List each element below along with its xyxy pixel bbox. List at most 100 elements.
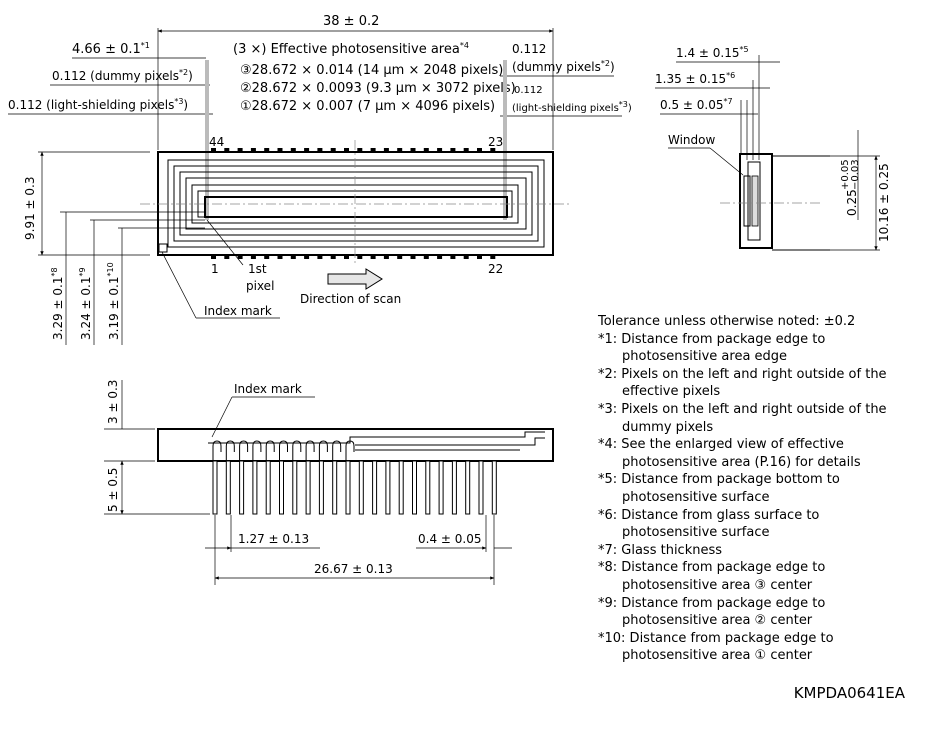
- note-5: *5: Distance from package bottom to: [598, 472, 840, 488]
- note-6-cont: photosensitive surface: [622, 525, 770, 541]
- window-dim: 0.25: [845, 189, 859, 216]
- index-mark-label-top: Index mark: [204, 304, 272, 318]
- height-dim-top: 9.91 ± 0.3: [23, 177, 37, 241]
- bottom-pin: [344, 254, 349, 259]
- bottom-pin: [357, 254, 363, 259]
- note-9-cont: photosensitive area ② center: [622, 613, 813, 629]
- side-dim-6: 1.35 ± 0.15*6: [655, 71, 735, 86]
- top-pin: [477, 148, 482, 153]
- first-pixel-label-1: 1st: [248, 262, 267, 276]
- front-pin: [305, 460, 311, 515]
- front-pin: [345, 460, 351, 515]
- top-pin: [450, 148, 456, 153]
- top-pin: [277, 148, 283, 153]
- top-pin: [211, 148, 216, 153]
- lead-loop: [265, 440, 275, 461]
- dim-8: 3.29 ± 0.1*8: [50, 267, 65, 340]
- note-6: *6: Distance from glass surface to: [598, 507, 820, 523]
- front-pin: [425, 460, 431, 515]
- dim-9: 3.24 ± 0.1*9: [78, 267, 93, 340]
- front-pin: [292, 460, 298, 515]
- lead-loop: [279, 440, 288, 461]
- index-mark-label-front: Index mark: [234, 382, 302, 396]
- front-pin: [398, 460, 404, 515]
- pin-width-dim: 0.4 ± 0.05: [418, 532, 482, 546]
- front-pin: [279, 460, 284, 515]
- top-pin: [437, 148, 443, 153]
- pin-span-dim: 26.67 ± 0.13: [314, 562, 393, 576]
- note-8-cont: photosensitive area ③ center: [622, 577, 813, 593]
- dummy-pixels-right-value: 0.112: [512, 42, 546, 56]
- bottom-pin: [330, 254, 336, 259]
- pitch-dim: 1.27 ± 0.13: [238, 532, 309, 546]
- window-tol-plus: +0.05: [840, 159, 851, 190]
- bottom-pin: [370, 254, 376, 259]
- first-pixel-label-2: pixel: [246, 279, 274, 293]
- front-pin: [318, 460, 324, 515]
- note-1: *1: Distance from package edge to: [598, 331, 826, 347]
- bottom-pin: [463, 254, 469, 259]
- note-8: *8: Distance from package edge to: [598, 560, 826, 576]
- bottom-pin: [277, 254, 283, 259]
- top-pin: [250, 148, 256, 153]
- top-pin: [357, 148, 363, 153]
- note-2-cont: effective pixels: [622, 384, 721, 400]
- area-line-2: ②28.672 × 0.0093 (9.3 μm × 3072 pixels): [240, 81, 516, 96]
- area-line-1: ①28.672 × 0.007 (7 μm × 4096 pixels): [240, 99, 495, 114]
- edge-to-area-dim: 4.66 ± 0.1*1: [72, 41, 150, 57]
- front-pin: [212, 460, 218, 515]
- note-3: *3: Pixels on the left and right outside…: [598, 401, 887, 417]
- lead-loop: [332, 440, 342, 461]
- front-pin: [385, 460, 391, 515]
- lead-loop: [305, 440, 315, 461]
- lead-loop: [318, 440, 328, 461]
- overall-length-dim: 38 ± 0.2: [323, 14, 379, 29]
- lead-loop: [212, 440, 222, 461]
- note-10: *10: Distance from package edge to: [598, 630, 834, 646]
- note-7: *7: Glass thickness: [598, 542, 723, 558]
- bottom-pin: [383, 254, 389, 259]
- bottom-pin: [224, 254, 230, 259]
- top-pin: [397, 148, 403, 153]
- front-view: Index mark 3 ± 0.3 5 ± 0.5 1.27 ± 0.13 0…: [104, 380, 554, 585]
- bottom-pin: [477, 254, 482, 259]
- dim-10: 3.19 ± 0.1*10: [106, 262, 121, 340]
- note-4: *4: See the enlarged view of effective: [598, 437, 844, 453]
- top-pin: [224, 148, 230, 153]
- note-9: *9: Distance from package edge to: [598, 595, 826, 611]
- area-heading: (3 ×) Effective photosensitive area*4: [233, 41, 469, 57]
- note-1-cont: photosensitive area edge: [622, 349, 788, 365]
- lead-loop: [345, 440, 355, 461]
- document-code: KMPDA0641EA: [793, 684, 905, 702]
- direction-of-scan-label: Direction of scan: [300, 292, 401, 306]
- bottom-pin: [250, 254, 256, 259]
- note-5-cont: photosensitive surface: [622, 489, 770, 505]
- lead-loop: [292, 440, 302, 461]
- note-4-cont: photosensitive area (P.16) for details: [622, 454, 861, 470]
- light-shield-right-value: 0.112: [514, 85, 543, 96]
- light-shield-right-label: (light-shielding pixels*3): [512, 100, 632, 114]
- front-pin: [252, 460, 258, 515]
- front-pin: [372, 460, 378, 515]
- top-pin: [463, 148, 469, 153]
- side-height-dim: 10.16 ± 0.25: [877, 163, 891, 242]
- pin-1-label: 1: [211, 262, 219, 276]
- top-pin: [330, 148, 336, 153]
- pin-22-label: 22: [488, 262, 503, 276]
- bottom-pin: [304, 254, 310, 259]
- top-view: 38 ± 0.2 4.66 ± 0.1*1 0.112 (dummy pixel…: [8, 14, 632, 345]
- top-pin: [304, 148, 310, 153]
- top-pin: [410, 148, 416, 153]
- side-dim-7: 0.5 ± 0.05*7: [660, 97, 733, 112]
- top-pin: [290, 148, 296, 153]
- dummy-pixels-right-label: (dummy pixels*2): [512, 59, 615, 74]
- bottom-pin: [397, 254, 403, 259]
- bottom-pin: [317, 254, 323, 259]
- side-view: 1.4 ± 0.15*5 1.35 ± 0.15*6 0.5 ± 0.05*7 …: [655, 45, 891, 251]
- front-pin: [465, 460, 471, 515]
- top-pin: [490, 148, 496, 153]
- side-dim-5: 1.4 ± 0.15*5: [676, 45, 749, 60]
- top-height-dim: 3 ± 0.3: [106, 380, 120, 424]
- bottom-pin: [264, 254, 270, 259]
